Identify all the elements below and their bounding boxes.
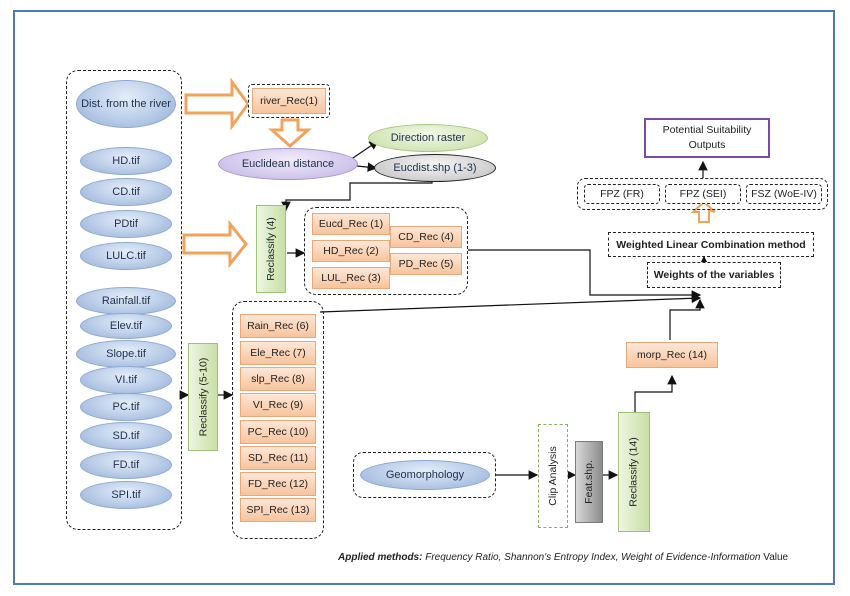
orange-arrow-up: [690, 200, 716, 223]
input-spi: SPI.tif: [80, 481, 172, 509]
pc-rec: PC_Rec (10): [240, 420, 316, 444]
spi-rec: SPI_Rec (13): [240, 498, 316, 522]
morp-rec: morp_Rec (14): [626, 342, 718, 368]
input-hd: HD.tif: [80, 147, 172, 175]
potential-outputs: Potential Suitability Outputs: [644, 118, 770, 158]
arrow-reclass14-morp: [634, 374, 677, 412]
eucdist-shp: Eucdist.shp (1-3): [374, 154, 496, 182]
input-rainfall: Rainfall.tif: [76, 287, 176, 315]
pd-rec: PD_Rec (5): [390, 253, 462, 275]
cd-rec: CD_Rec (4): [390, 226, 462, 248]
input-lulc: LULC.tif: [80, 242, 172, 270]
reclassify-5-10: Reclassify (5-10): [188, 343, 218, 451]
direction-raster: Direction raster: [368, 124, 488, 152]
input-river: Dist. from the river: [76, 80, 176, 128]
lul-rec: LUL_Rec (3): [312, 267, 390, 289]
rain-rec: Rain_Rec (6): [240, 314, 316, 338]
sd-rec: SD_Rec (11): [240, 446, 316, 470]
reclassify-14: Reclassify (14): [618, 412, 650, 532]
vi-rec: VI_Rec (9): [240, 393, 316, 417]
input-fd: FD.tif: [80, 451, 172, 479]
fpz-sei: FPZ (SEI): [665, 184, 741, 204]
inputs-group: [66, 70, 182, 530]
applied-methods-footnote: Applied methods: Frequency Ratio, Shanno…: [338, 552, 788, 563]
feat-shp-label: Feat.shp.: [583, 460, 595, 504]
eucd-rec: Eucd_Rec (1): [312, 213, 390, 235]
arrow-eucdist-reclass4: [281, 179, 433, 212]
fsz-woe: FSZ (WoE-IV): [746, 184, 822, 204]
input-cd: CD.tif: [80, 178, 172, 206]
input-vi: VI.tif: [80, 366, 172, 394]
arrow-group1-weights: [468, 249, 702, 300]
input-elev: Elev.tif: [80, 313, 172, 339]
arrow-morp-weights: [669, 298, 705, 340]
clip-analysis-label: Clip Analysis: [547, 446, 559, 506]
diagram-frame: [13, 10, 835, 585]
reclassify-5-10-label: Reclassify (5-10): [197, 357, 209, 437]
footnote-tail: Value: [760, 552, 789, 563]
hd-rec: HD_Rec (2): [312, 240, 390, 262]
river-rec: river_Rec(1): [252, 88, 326, 114]
wlc-method: Weighted Linear Combination method: [608, 232, 814, 257]
fpz-group: [577, 178, 828, 210]
reclass-group1: [304, 207, 468, 295]
fd-rec: FD_Rec (12): [240, 472, 316, 496]
reclassify-4-label: Reclassify (4): [265, 217, 278, 281]
feat-shp: Feat.shp.: [575, 441, 603, 523]
footnote-methods: Frequency Ratio, Shannon's Entropy Index…: [422, 552, 761, 563]
geomorphology-group: [353, 452, 496, 498]
arrow-group2-weights: [319, 293, 702, 313]
euclidean-distance: Euclidean distance: [218, 148, 358, 180]
orange-arrow-down: [268, 118, 312, 149]
reclassify-14-label: Reclassify (14): [628, 437, 640, 507]
geomorphology: Geomorphology: [360, 460, 490, 490]
orange-arrow-group1: [182, 219, 248, 269]
reclass-group2: [232, 301, 324, 539]
weights-of-variables: Weights of the variables: [647, 262, 781, 288]
orange-arrow-river: [184, 77, 250, 131]
footnote-label: Applied methods:: [338, 552, 423, 563]
input-sd: SD.tif: [80, 422, 172, 450]
input-pc: PC.tif: [80, 393, 172, 421]
potential-line2: Outputs: [688, 139, 726, 151]
reclassify-4: Reclassify (4): [256, 205, 286, 293]
potential-line1: Potential Suitability: [662, 124, 752, 136]
river-rec-box: river_Rec(1): [248, 84, 330, 118]
clip-analysis: Clip Analysis: [538, 424, 568, 528]
fpz-fr: FPZ (FR): [584, 184, 660, 204]
arrow-euclid-eucdist: [356, 162, 378, 172]
input-pd: PDtif: [80, 210, 172, 238]
slp-rec: slp_Rec (8): [240, 367, 316, 391]
ele-rec: Ele_Rec (7): [240, 341, 316, 365]
input-slope: Slope.tif: [76, 340, 176, 368]
